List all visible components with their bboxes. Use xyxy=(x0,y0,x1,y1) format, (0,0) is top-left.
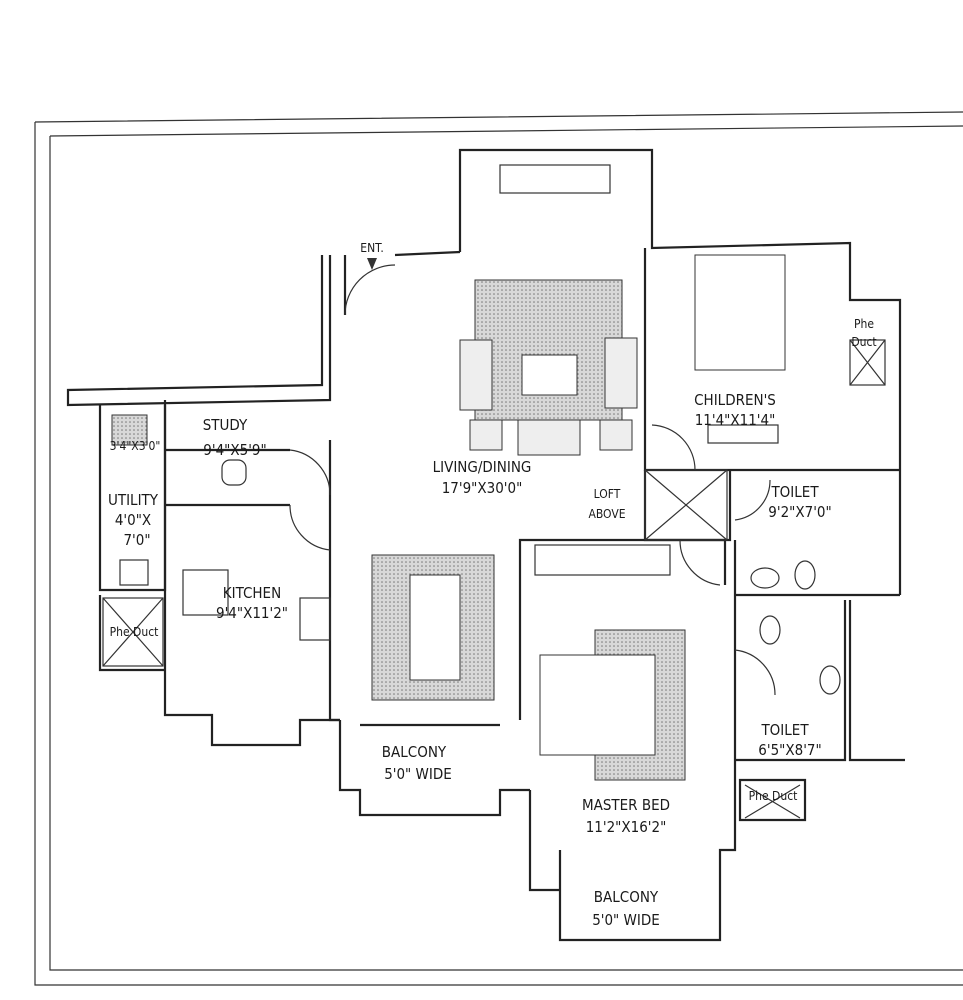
store-size: 3'4"X3'0" xyxy=(110,439,161,453)
childrens-duct-2: Duct xyxy=(851,335,876,349)
balcony2-name: BALCONY xyxy=(594,888,659,906)
utility-duct-label: Phe Duct xyxy=(110,625,159,639)
study-size: 9'4"X5'9" xyxy=(203,441,266,459)
master-name: MASTER BED xyxy=(582,796,670,814)
master-duct-label: Phe Duct xyxy=(749,789,798,803)
childrens-size: 11'4"X11'4" xyxy=(695,411,776,429)
utility-size-2: 7'0" xyxy=(123,531,150,549)
toilet1-name: TOILET xyxy=(770,483,819,501)
loft-label-1: LOFT xyxy=(594,487,621,501)
utility-name: UTILITY xyxy=(108,491,159,509)
kitchen-name: KITCHEN xyxy=(223,584,281,602)
toilet2-name: TOILET xyxy=(760,721,809,739)
balcony2-size: 5'0" WIDE xyxy=(592,911,660,929)
living-size: 17'9"X30'0" xyxy=(442,479,523,497)
kitchen-size: 9'4"X11'2" xyxy=(216,604,288,622)
furniture xyxy=(102,164,886,819)
master-size: 11'2"X16'2" xyxy=(586,818,667,836)
childrens-duct-1: Phe xyxy=(854,317,874,331)
utility-size-1: 4'0"X xyxy=(115,511,151,529)
sheet-border xyxy=(34,111,963,986)
balcony1-name: BALCONY xyxy=(382,743,447,761)
study-name: STUDY xyxy=(203,416,248,434)
loft-label-2: ABOVE xyxy=(588,507,625,521)
entrance-label: ENT. xyxy=(360,241,384,255)
entrance-arrow-icon xyxy=(367,258,377,270)
toilet2-size: 6'5"X8'7" xyxy=(758,741,821,759)
living-name: LIVING/DINING xyxy=(433,458,532,476)
balcony1-size: 5'0" WIDE xyxy=(384,765,452,783)
childrens-name: CHILDREN'S xyxy=(694,391,776,409)
toilet1-size: 9'2"X7'0" xyxy=(768,503,831,521)
